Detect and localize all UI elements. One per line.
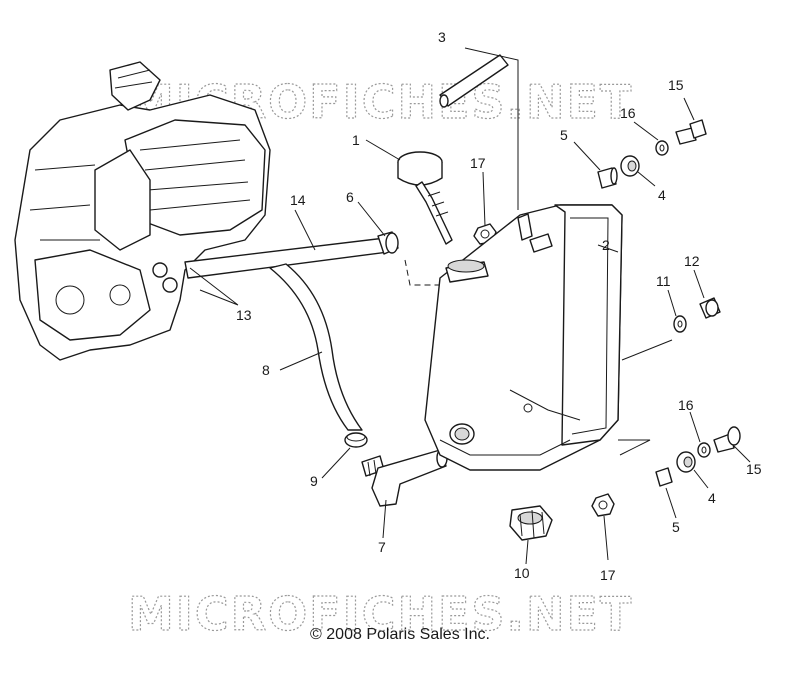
part-16-washer-lower — [697, 442, 711, 458]
callout-17-upper: 17 — [470, 155, 486, 171]
copyright-notice: © 2008 Polaris Sales Inc. — [310, 626, 490, 643]
callout-3: 3 — [438, 29, 446, 45]
leader-12 — [693, 269, 705, 299]
part-3-tube — [439, 54, 509, 108]
leader-7 — [382, 499, 387, 539]
leader-9 — [321, 447, 351, 479]
callout-16-lower: 16 — [678, 397, 694, 413]
leader-15-lower — [733, 445, 751, 463]
leader-5-lower — [665, 487, 677, 519]
leader-2-mount — [621, 339, 673, 361]
callout-12: 12 — [684, 253, 700, 269]
leader-4-upper — [637, 171, 656, 187]
callout-4-lower: 4 — [708, 490, 716, 506]
part-7-elbow — [361, 448, 448, 507]
part-15-bolt-lower — [713, 426, 741, 453]
leader-2 — [597, 244, 619, 253]
part-10-fitting — [509, 505, 553, 541]
callout-11: 11 — [656, 273, 671, 289]
callout-16-upper: 16 — [620, 105, 636, 121]
part-1-dipstick — [397, 151, 453, 245]
callout-5-lower: 5 — [672, 519, 680, 535]
callout-8: 8 — [262, 362, 270, 378]
watermark-bottom: MICROFICHES.NET — [128, 587, 633, 641]
leader-11 — [667, 289, 677, 317]
callout-14: 14 — [290, 192, 306, 208]
callout-10: 10 — [514, 565, 530, 581]
callout-6: 6 — [346, 189, 354, 205]
callout-2: 2 — [602, 237, 610, 253]
leader-15-upper — [683, 97, 695, 121]
part-8-hose — [269, 263, 363, 431]
part-6-clamp — [377, 231, 399, 255]
callout-17-lower: 17 — [600, 567, 616, 583]
part-5-spacer-upper — [597, 167, 618, 189]
leader-13 — [189, 267, 239, 306]
part-9-clamp — [344, 432, 368, 448]
part-2-oil-tank — [424, 204, 623, 471]
part-17-nut-lower — [591, 493, 615, 517]
callout-15-lower: 15 — [746, 461, 762, 477]
part-5-spacer-lower — [655, 467, 673, 487]
leader-17-upper — [482, 171, 486, 227]
leader-16-lower — [689, 411, 701, 443]
callout-13: 13 — [236, 307, 252, 323]
leader-5-upper — [573, 141, 601, 171]
leader-6 — [357, 201, 386, 237]
callout-15-upper: 15 — [668, 77, 684, 93]
callout-9: 9 — [310, 473, 318, 489]
leader-16-upper — [633, 121, 659, 141]
part-16-washer-upper — [655, 140, 669, 156]
leader-14 — [294, 209, 316, 251]
callout-5-upper: 5 — [560, 127, 568, 143]
callout-1: 1 — [352, 132, 360, 148]
callout-4-upper: 4 — [658, 187, 666, 203]
engine — [14, 61, 271, 361]
part-12-bolt — [699, 297, 721, 319]
leader-2-lower — [618, 439, 651, 456]
leader-10 — [525, 539, 529, 565]
leader-1 — [365, 139, 401, 161]
part-11-washer — [673, 315, 687, 333]
leader-3 — [464, 47, 519, 210]
leader-17-lower — [603, 515, 609, 561]
callout-7: 7 — [378, 539, 386, 555]
part-4-grommet-lower — [676, 451, 696, 473]
leader-8 — [279, 351, 323, 371]
part-4-grommet-upper — [620, 155, 640, 177]
leader-4-lower — [693, 469, 709, 489]
part-15-bolt-upper — [675, 119, 707, 145]
